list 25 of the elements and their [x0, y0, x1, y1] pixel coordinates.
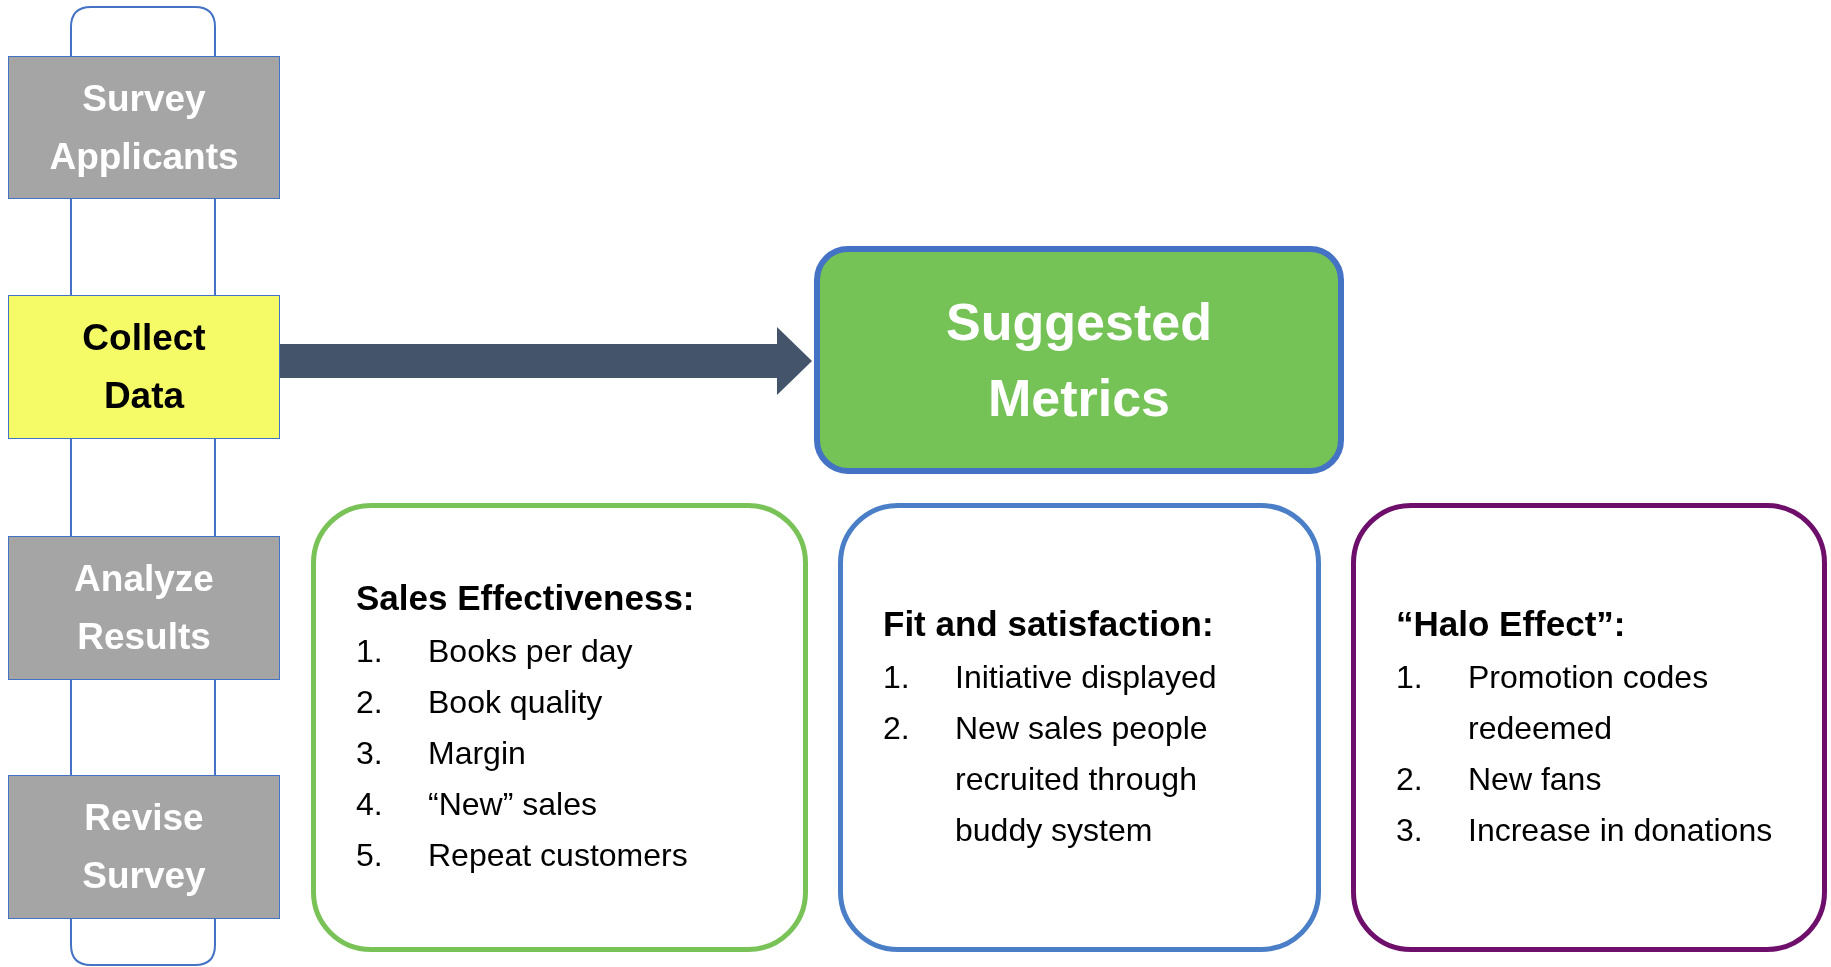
connector-line: [70, 679, 216, 776]
block-arrow: [280, 327, 812, 395]
list-item: 1. Books per day: [356, 632, 634, 671]
connector-line: [70, 198, 216, 296]
list-item: 3. Increase in donations: [1396, 810, 1774, 850]
card-heading: Sales Effectiveness:: [356, 577, 696, 619]
list-item: 1. Initiative displayed: [883, 657, 1218, 697]
connector-line: [70, 438, 216, 537]
card-heading: Fit and satisfaction:: [883, 602, 1215, 645]
metric-card: [838, 503, 1321, 952]
list-item: 2. Book quality: [356, 683, 604, 722]
card-heading: “Halo Effect”:: [1396, 602, 1627, 645]
list-item: 5. Repeat customers: [356, 836, 689, 875]
highlighted-step-box: Collect Data: [8, 295, 280, 439]
metric-card: [311, 503, 808, 952]
list-item: 3. Margin: [356, 734, 527, 773]
metric-card: [1351, 503, 1827, 952]
list-item: 4. “New” sales: [356, 785, 598, 824]
header-box: Suggested Metrics: [814, 246, 1344, 474]
list-item: 2. New fans: [1396, 759, 1603, 799]
step-box: Survey Applicants: [8, 56, 280, 199]
step-box: Revise Survey: [8, 775, 280, 919]
step-box: Analyze Results: [8, 536, 280, 680]
list-item: 2. New sales people recruited through buddy system: [883, 708, 1209, 850]
list-item: 1. Promotion codes redeemed: [1396, 657, 1710, 748]
